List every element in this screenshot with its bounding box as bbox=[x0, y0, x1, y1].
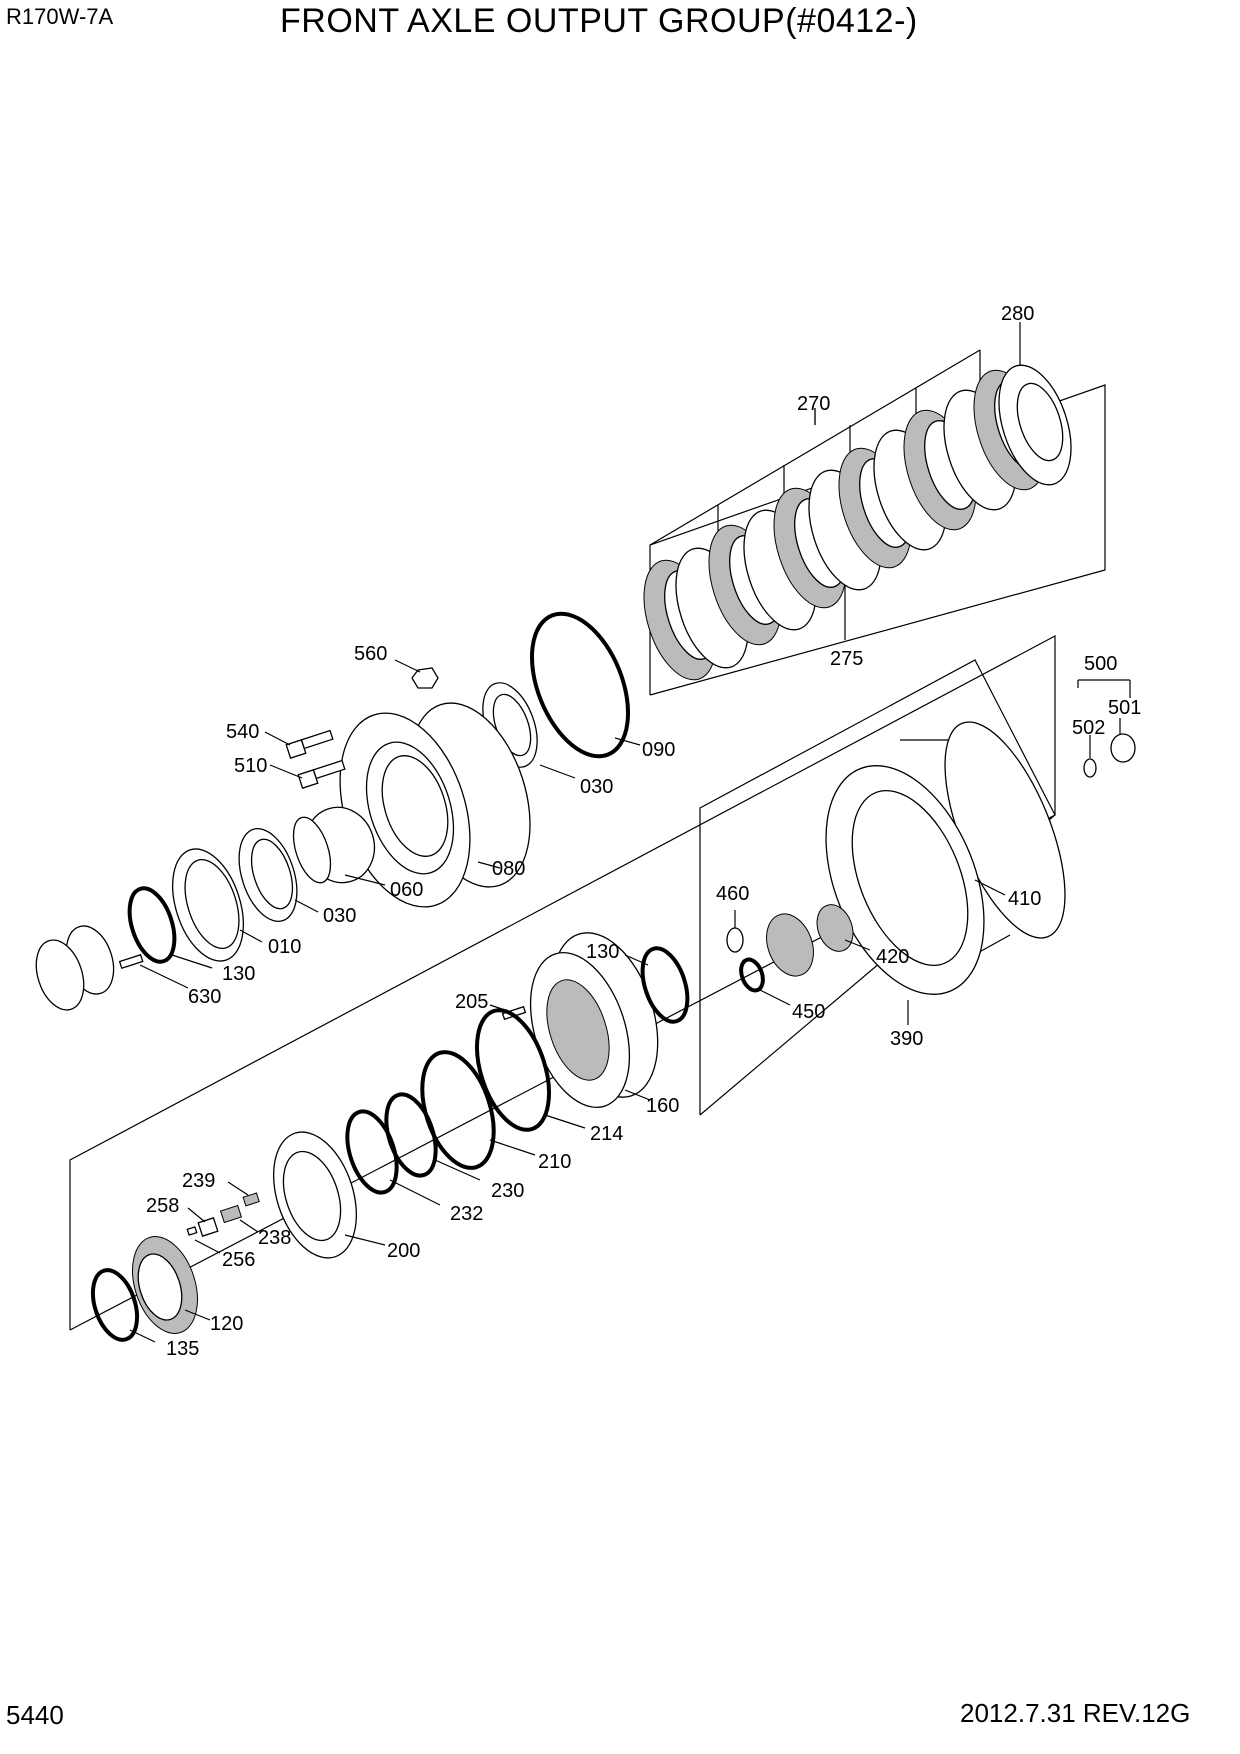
callout-238: 238 bbox=[258, 1227, 291, 1249]
callout-160: 160 bbox=[646, 1095, 679, 1117]
callout-510: 510 bbox=[234, 755, 267, 777]
revision-date: 2012.7.31 REV.12G bbox=[960, 1698, 1191, 1728]
callout-630: 630 bbox=[188, 986, 221, 1008]
screw-630 bbox=[118, 953, 144, 970]
snap-ring-450 bbox=[739, 957, 765, 993]
callout-450: 450 bbox=[792, 1001, 825, 1023]
callout-232: 232 bbox=[450, 1203, 483, 1225]
seal-232 bbox=[345, 1109, 399, 1195]
spring-238 bbox=[219, 1204, 243, 1224]
callout-130-left: 130 bbox=[222, 963, 255, 985]
bolt-540 bbox=[285, 729, 334, 759]
o-ring-090 bbox=[529, 611, 631, 759]
page-title: FRONT AXLE OUTPUT GROUP(#0412-) bbox=[280, 2, 918, 40]
callout-280: 280 bbox=[1001, 303, 1034, 325]
callout-270: 270 bbox=[797, 393, 830, 415]
callout-030-lower: 030 bbox=[323, 905, 356, 927]
hub-410 bbox=[825, 721, 1066, 995]
callout-130-right: 130 bbox=[586, 941, 619, 963]
leader-lines bbox=[129, 322, 1131, 1343]
callout-labels: 280 270 275 560 540 510 090 030 080 060 … bbox=[146, 303, 1141, 1360]
gear-ring-120 bbox=[132, 1236, 198, 1334]
output-flange bbox=[35, 925, 115, 1011]
callout-230: 230 bbox=[491, 1180, 524, 1202]
seal-010 bbox=[172, 848, 244, 962]
callout-410: 410 bbox=[1008, 888, 1041, 910]
o-ring-130-right bbox=[640, 946, 690, 1024]
page-number: 5440 bbox=[6, 1700, 64, 1730]
callout-500: 500 bbox=[1084, 653, 1117, 675]
washer-460 bbox=[726, 927, 744, 953]
callout-502: 502 bbox=[1072, 717, 1105, 739]
ring-200 bbox=[273, 1131, 357, 1259]
callout-214: 214 bbox=[590, 1123, 623, 1145]
callout-420: 420 bbox=[876, 946, 909, 968]
model-code: R170W-7A bbox=[6, 4, 114, 29]
sleeve-060 bbox=[292, 806, 376, 884]
ball-256 bbox=[186, 1226, 198, 1236]
nut-560 bbox=[411, 667, 439, 689]
bearing-030-lower bbox=[238, 827, 298, 923]
callout-560: 560 bbox=[354, 643, 387, 665]
callout-210: 210 bbox=[538, 1151, 571, 1173]
assembly-outline-main bbox=[69, 635, 1056, 1331]
callout-205: 205 bbox=[455, 991, 488, 1013]
callout-090: 090 bbox=[642, 739, 675, 761]
plug-501 bbox=[1110, 733, 1136, 763]
callout-460: 460 bbox=[716, 883, 749, 905]
callout-258: 258 bbox=[146, 1195, 179, 1217]
spring-239 bbox=[242, 1192, 260, 1207]
callout-030-upper: 030 bbox=[580, 776, 613, 798]
callout-239: 239 bbox=[182, 1170, 215, 1192]
seal-214 bbox=[475, 1008, 551, 1132]
callout-120: 120 bbox=[210, 1313, 243, 1335]
callout-060: 060 bbox=[390, 879, 423, 901]
disc-pack-group bbox=[643, 330, 1072, 681]
callout-390: 390 bbox=[890, 1028, 923, 1050]
gear-420 bbox=[766, 904, 854, 977]
o-ring-502 bbox=[1083, 758, 1097, 778]
o-ring-135 bbox=[90, 1268, 140, 1342]
plunger-258 bbox=[197, 1217, 219, 1237]
o-ring-130-left bbox=[127, 886, 177, 964]
callout-275: 275 bbox=[830, 648, 863, 670]
bolt-510 bbox=[297, 759, 346, 789]
callout-200: 200 bbox=[387, 1240, 420, 1262]
callout-135: 135 bbox=[166, 1338, 199, 1360]
callout-010: 010 bbox=[268, 936, 301, 958]
callout-540: 540 bbox=[226, 721, 259, 743]
callout-256: 256 bbox=[222, 1249, 255, 1271]
callout-501: 501 bbox=[1108, 697, 1141, 719]
callout-080: 080 bbox=[492, 858, 525, 880]
